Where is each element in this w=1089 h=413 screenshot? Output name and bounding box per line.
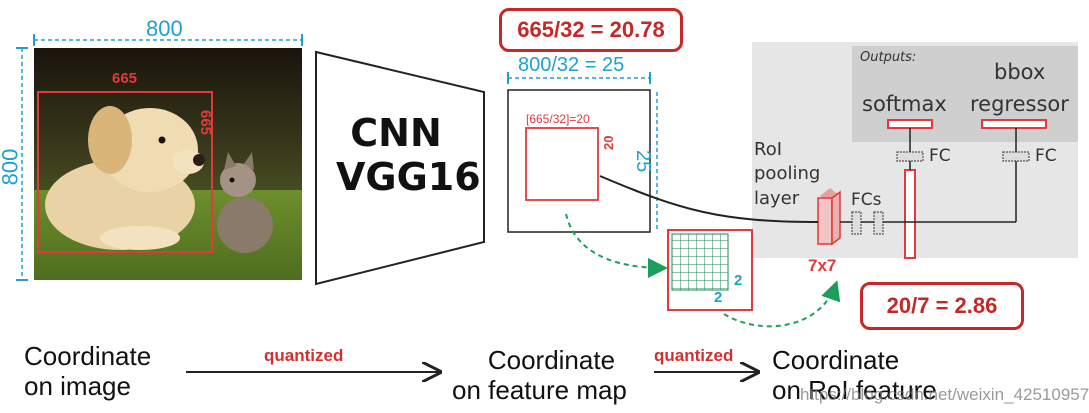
roi-pooling-line-1: RoI bbox=[754, 139, 783, 160]
quantized-label-1: quantized bbox=[264, 346, 344, 365]
bbox-bar bbox=[981, 119, 1047, 129]
watermark-text: https://blog.csdn.net/weixin_42510957 bbox=[800, 385, 1089, 404]
grid-right-label: 2 bbox=[734, 272, 743, 289]
roi-pooled-feature bbox=[817, 188, 841, 246]
cnn-line-1: CNN bbox=[350, 111, 442, 155]
feature-map bbox=[507, 72, 658, 233]
regressor-label: regressor bbox=[970, 92, 1069, 116]
fc-box-bbox bbox=[1002, 151, 1030, 162]
coord-fmap-line-2: on feature map bbox=[452, 374, 627, 405]
green-arrow-grid-to-pool bbox=[723, 280, 841, 328]
coord-fmap-line-1: Coordinate bbox=[487, 345, 616, 375]
cnn-label: CNN VGG16 bbox=[336, 111, 481, 199]
image-roi-box bbox=[37, 91, 213, 253]
coord-roi-line-2: on RoI feature bbox=[772, 374, 937, 405]
roi-pooling-line-2: pooling bbox=[754, 163, 821, 185]
coord-fmap-label: Coordinate on feature map bbox=[452, 345, 627, 406]
pool-callout: 20/7 = 2.86 bbox=[860, 282, 1024, 330]
quantized-label-2: quantized bbox=[654, 346, 734, 365]
fcs-box-2 bbox=[873, 211, 884, 235]
roi-pooling-line-3: layer bbox=[754, 187, 800, 209]
cnn-trapezoid bbox=[315, 50, 485, 286]
image-roi-height-label: 665 bbox=[197, 110, 214, 136]
fc-label-softmax: FC bbox=[929, 146, 951, 166]
fcs-box-1 bbox=[851, 211, 862, 235]
image-roi-width-label: 665 bbox=[112, 70, 138, 87]
bbox-label: bbox bbox=[994, 60, 1046, 84]
green-arrow-fmap-to-grid bbox=[565, 213, 668, 278]
fcs-label: FCs bbox=[851, 190, 882, 210]
fmap-callout: 665/32 = 20.78 bbox=[499, 8, 683, 52]
fmap-height-label: 25 bbox=[632, 150, 654, 173]
roi-pooling-label: RoI pooling layer bbox=[754, 138, 820, 211]
fc-box-softmax bbox=[896, 151, 924, 162]
pooled-grid bbox=[667, 229, 753, 311]
input-image bbox=[34, 48, 302, 280]
fmap-width-label: 800/32 = 25 bbox=[518, 54, 625, 76]
coord-roi-label: Coordinate on RoI feature bbox=[772, 345, 937, 406]
image-width-label: 800 bbox=[146, 16, 183, 41]
feature-vector-band bbox=[904, 169, 916, 259]
cnn-line-2: VGG16 bbox=[336, 154, 481, 199]
softmax-label: softmax bbox=[862, 92, 947, 116]
outputs-label: Outputs: bbox=[860, 50, 917, 65]
coord-image-label: Coordinate on image bbox=[24, 341, 152, 402]
image-dimension-lines bbox=[21, 39, 302, 280]
coord-roi-line-1: Coordinate bbox=[772, 345, 900, 375]
roi-flow-line bbox=[599, 175, 819, 223]
fmap-roi-label: [665/32]=20 bbox=[526, 112, 590, 126]
fmap-roi-side-label: 20 bbox=[601, 135, 616, 150]
fc-label-bbox: FC bbox=[1035, 146, 1057, 166]
coord-image-line-1: Coordinate bbox=[24, 341, 152, 371]
image-height-label: 800 bbox=[0, 148, 23, 186]
grid-bottom-label: 2 bbox=[714, 289, 723, 306]
pool-size-label: 7x7 bbox=[808, 256, 837, 275]
coord-image-line-2: on image bbox=[24, 370, 131, 401]
softmax-bar bbox=[887, 119, 933, 129]
